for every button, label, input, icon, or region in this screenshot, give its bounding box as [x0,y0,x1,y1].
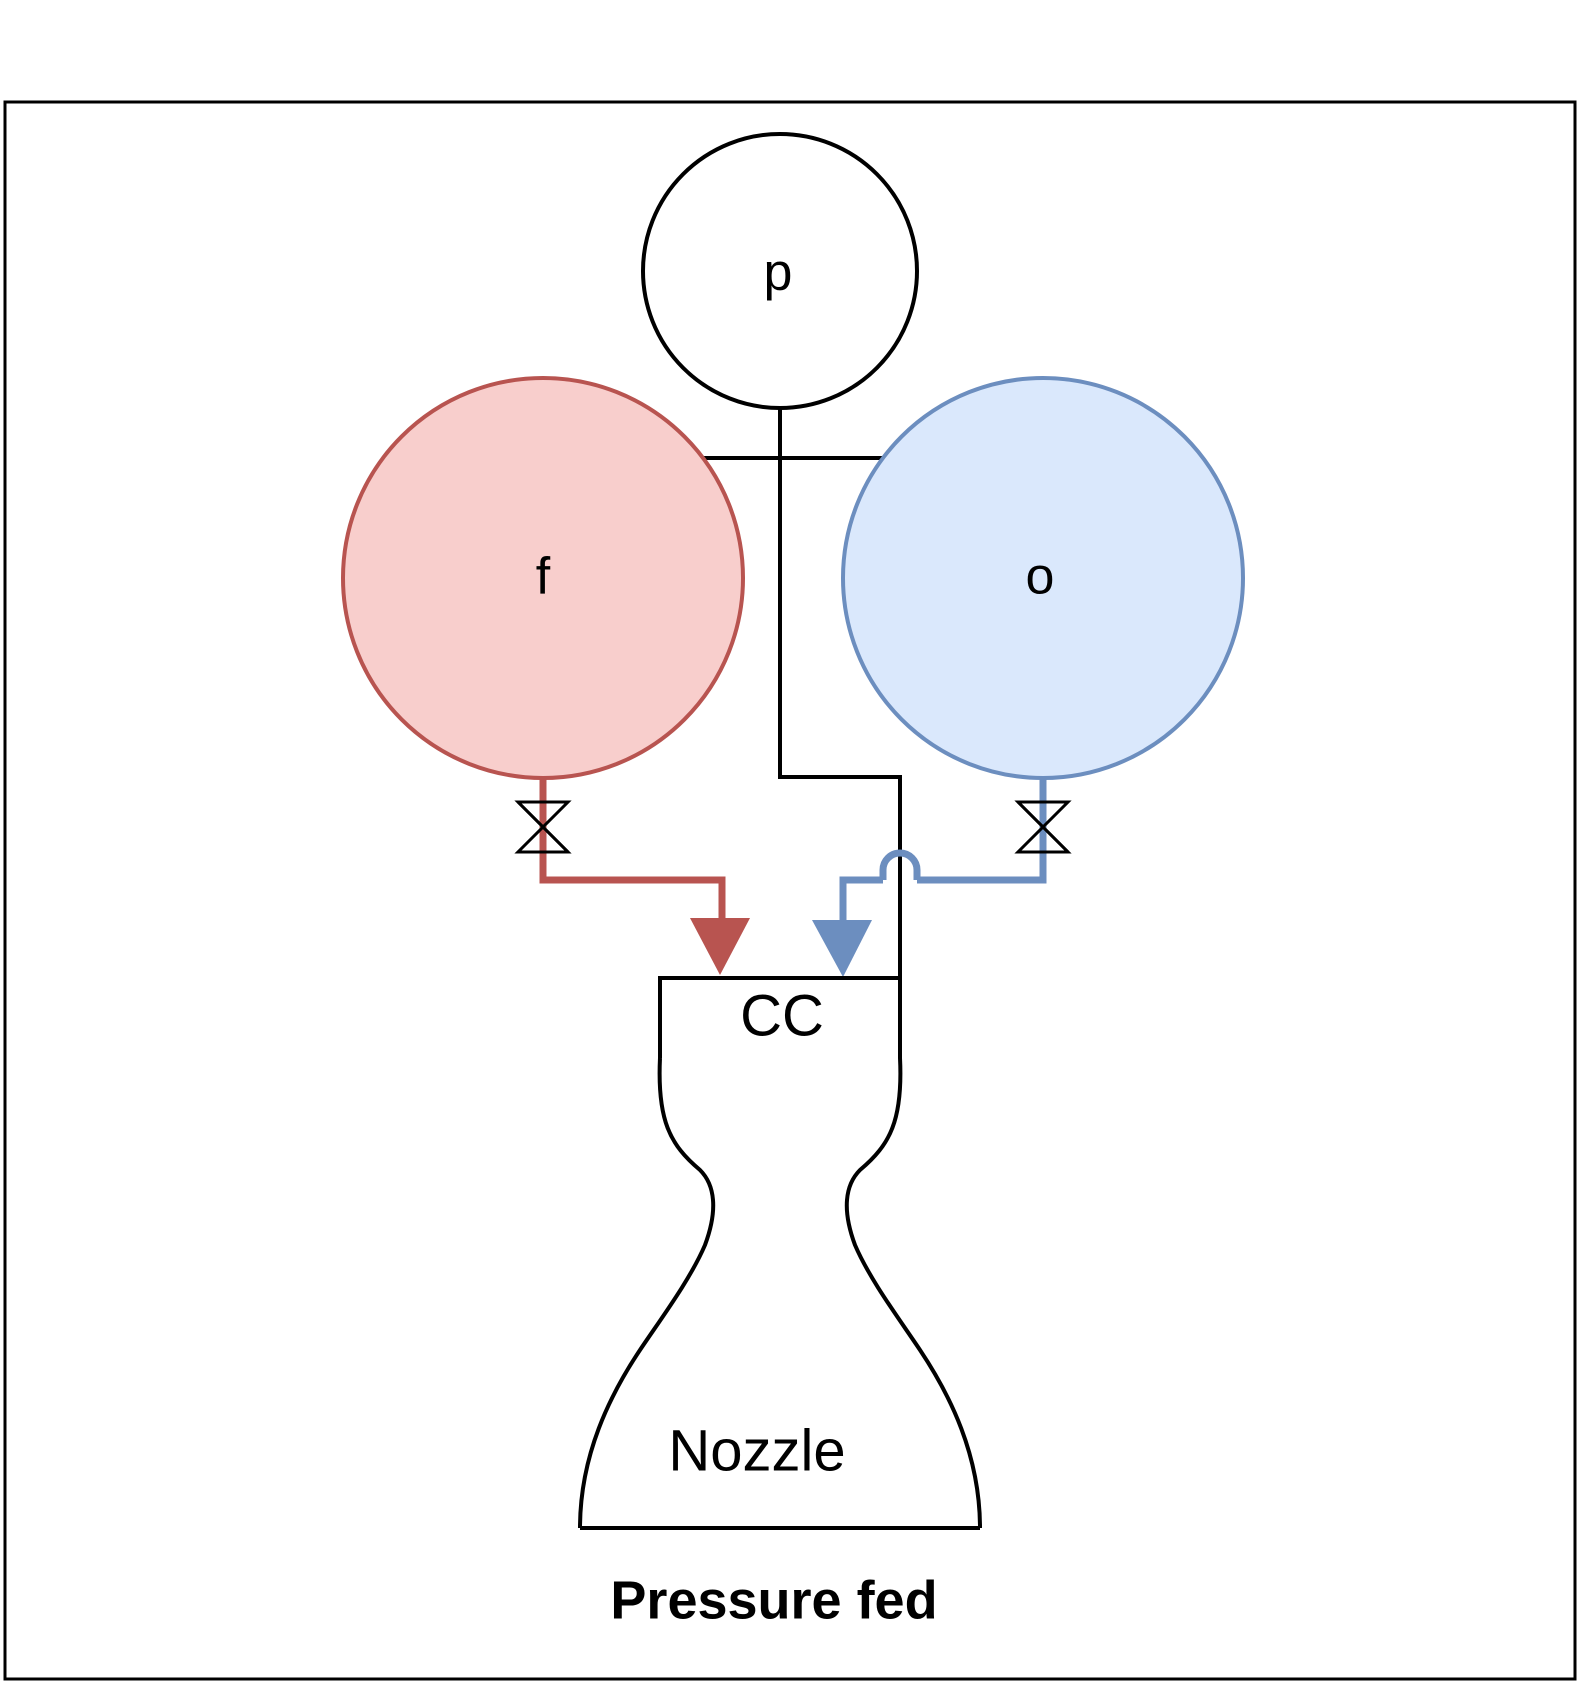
oxidizer-feed-line-lower [839,876,883,930]
oxidizer-tank-label: o [1026,548,1055,606]
fuel-flow-arrowhead [690,918,750,975]
diagram-caption: Pressure fed [610,1570,937,1630]
nozzle-label: Nozzle [668,1418,845,1483]
oxidizer-line-crossover-hop [879,849,921,880]
pressurant-tank-shape [641,132,919,410]
nozzle-right-contour [844,978,982,1529]
fuel-feed [514,778,750,975]
fuel-tank-label: f [536,548,551,606]
oxidizer-valve-icon [1014,800,1072,854]
fuel-feed-line [539,778,726,928]
pressurant-tank-label: p [764,244,793,302]
pressurant-feed-line [778,407,902,1050]
pressurant-lines [700,407,902,1050]
oxidizer-feed-line [917,778,1047,884]
engine [578,976,982,1530]
fuel-valve-icon [514,800,572,854]
combustion-chamber-label: CC [740,983,824,1048]
oxidizer-tank: o [841,376,1245,780]
nozzle-left-contour [578,1057,716,1529]
pressurant-tank: p [641,132,919,410]
diagram-frame [3,100,1577,1681]
fuel-tank: f [341,376,745,780]
oxidizer-flow-arrowhead [812,920,872,977]
oxidizer-feed [812,778,1072,977]
combustion-chamber-outline [658,976,900,1058]
